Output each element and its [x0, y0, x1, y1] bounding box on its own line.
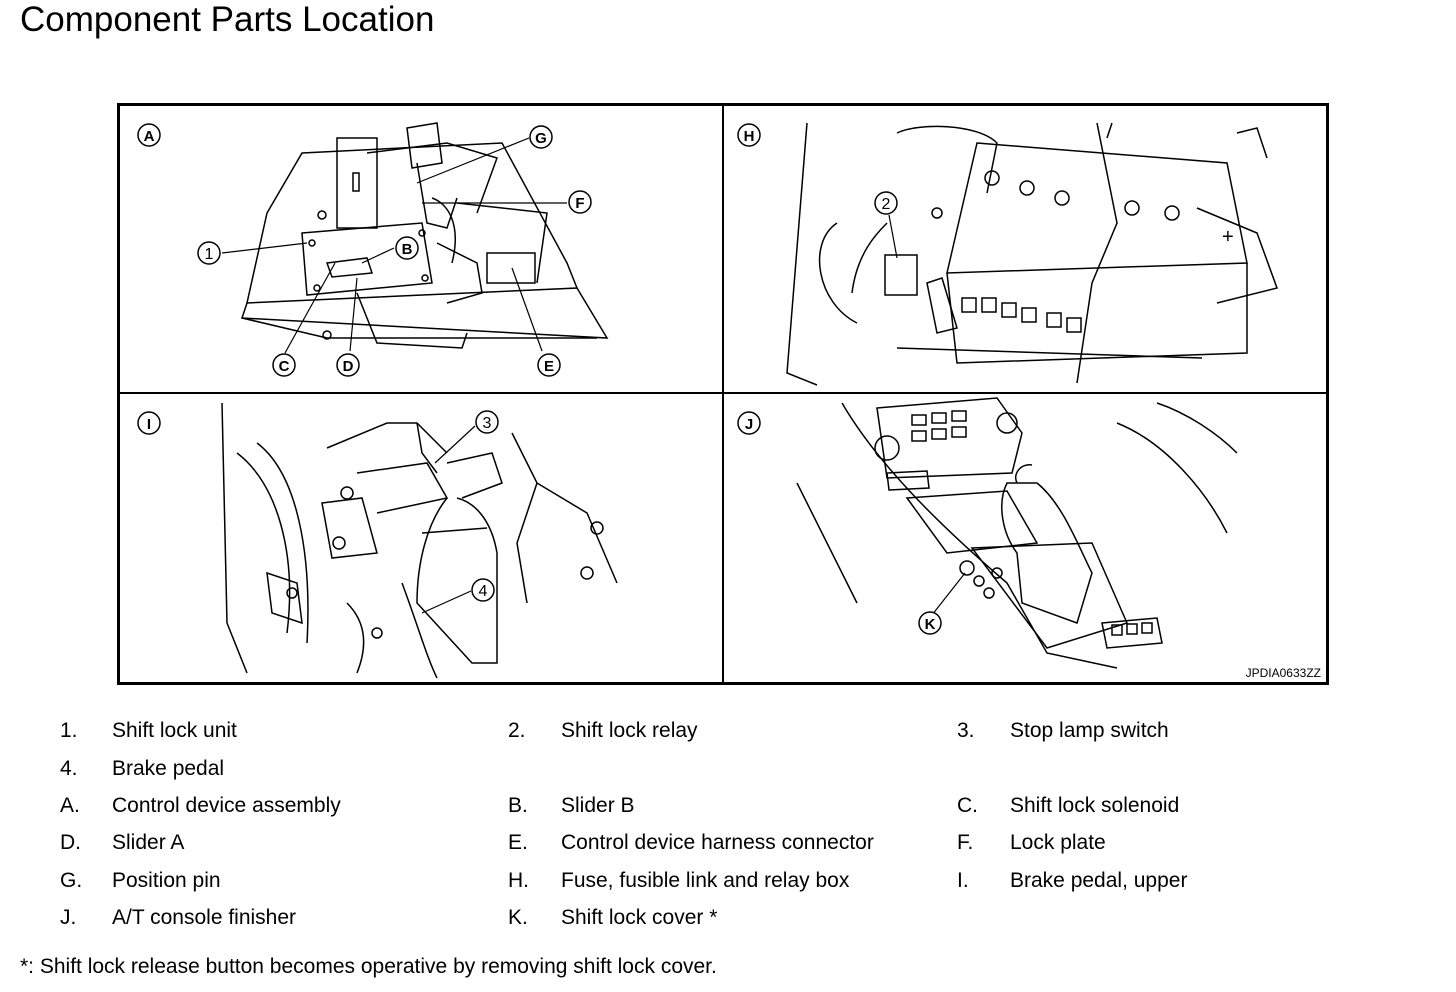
panel-label-j: J	[737, 411, 761, 435]
callout-d: D	[336, 353, 360, 377]
legend-key: B.	[508, 794, 528, 817]
legend-key: K.	[508, 906, 528, 929]
panel-i-leaders	[421, 425, 476, 614]
svg-text:C: C	[279, 358, 290, 375]
legend-row: 4. Brake pedal	[0, 750, 1456, 787]
svg-text:I: I	[147, 416, 151, 433]
legend-key: 1.	[60, 719, 78, 742]
svg-text:D: D	[343, 358, 354, 375]
callout-g: G	[529, 125, 553, 149]
legend-key: 4.	[60, 757, 78, 780]
page-title: Component Parts Location	[20, 0, 435, 39]
svg-text:B: B	[402, 241, 413, 258]
legend-text: Fuse, fusible link and relay box	[561, 869, 850, 892]
legend-text: Shift lock relay	[561, 719, 698, 742]
svg-text:E: E	[544, 358, 554, 375]
callout-k: K	[918, 611, 942, 635]
panel-label-h: H	[737, 123, 761, 147]
panel-i-drawing	[221, 402, 618, 679]
legend-key: F.	[957, 831, 974, 854]
callout-1: 1	[197, 241, 221, 265]
legend-text: Shift lock solenoid	[1010, 794, 1180, 817]
callout-2: 2	[874, 191, 898, 215]
figure-frame	[117, 103, 1329, 685]
panel-a-leaders	[221, 137, 567, 354]
legend-row: D. Slider A E. Control device harness co…	[0, 824, 1456, 861]
legend-key: I.	[957, 869, 969, 892]
legend-text: Brake pedal, upper	[1010, 869, 1188, 892]
legend-row: A. Control device assembly B. Slider B C…	[0, 787, 1456, 824]
legend-row: G. Position pin H. Fuse, fusible link an…	[0, 862, 1456, 899]
legend-text: Control device harness connector	[561, 831, 874, 854]
legend-text: Shift lock unit	[112, 719, 237, 742]
panel-j-drawing	[796, 397, 1238, 669]
legend-text: Lock plate	[1010, 831, 1106, 854]
legend-key: A.	[60, 794, 80, 817]
legend-row: J. A/T console finisher K. Shift lock co…	[0, 899, 1456, 936]
legend-text: Shift lock cover *	[561, 906, 718, 929]
legend-key: G.	[60, 869, 83, 892]
svg-text:K: K	[925, 616, 936, 633]
legend-text: Slider B	[561, 794, 635, 817]
svg-text:2: 2	[882, 196, 891, 213]
svg-text:1: 1	[205, 246, 214, 263]
callout-b: B	[395, 236, 419, 260]
legend-key: J.	[60, 906, 77, 929]
legend-text: Stop lamp switch	[1010, 719, 1169, 742]
panel-h-leaders	[888, 214, 898, 259]
legend-text: A/T console finisher	[112, 906, 297, 929]
legend-key: 2.	[508, 719, 526, 742]
svg-text:H: H	[744, 128, 755, 145]
svg-text:G: G	[535, 130, 547, 147]
svg-text:3: 3	[483, 415, 492, 432]
callout-4: 4	[471, 578, 495, 602]
panel-label-i: I	[137, 411, 161, 435]
callout-3: 3	[475, 410, 499, 434]
panel-a-drawing	[240, 122, 609, 349]
legend-row: 1. Shift lock unit 2. Shift lock relay 3…	[0, 712, 1456, 749]
panel-label-a: A	[137, 123, 161, 147]
svg-text:A: A	[144, 128, 155, 145]
svg-text:J: J	[745, 416, 753, 433]
legend-key: D.	[60, 831, 81, 854]
footnote: *: Shift lock release button becomes ope…	[20, 955, 717, 978]
callout-e: E	[537, 353, 561, 377]
legend-text: Control device assembly	[112, 794, 341, 817]
svg-text:4: 4	[479, 583, 488, 600]
panel-j-leaders	[931, 572, 966, 616]
panel-h-drawing: +	[786, 122, 1278, 386]
legend-key: 3.	[957, 719, 975, 742]
legend-key: E.	[508, 831, 528, 854]
legend-key: H.	[508, 869, 529, 892]
figure-code: JPDIA0633ZZ	[1246, 666, 1321, 680]
legend-text: Slider A	[112, 831, 185, 854]
legend-text: Brake pedal	[112, 757, 225, 780]
legend-key: C.	[957, 794, 978, 817]
svg-text:+: +	[1222, 226, 1234, 248]
callout-f: F	[568, 190, 592, 214]
callout-c: C	[272, 353, 296, 377]
svg-text:F: F	[575, 195, 584, 212]
component-location-figure: +	[117, 103, 1329, 685]
legend-text: Position pin	[112, 869, 221, 892]
